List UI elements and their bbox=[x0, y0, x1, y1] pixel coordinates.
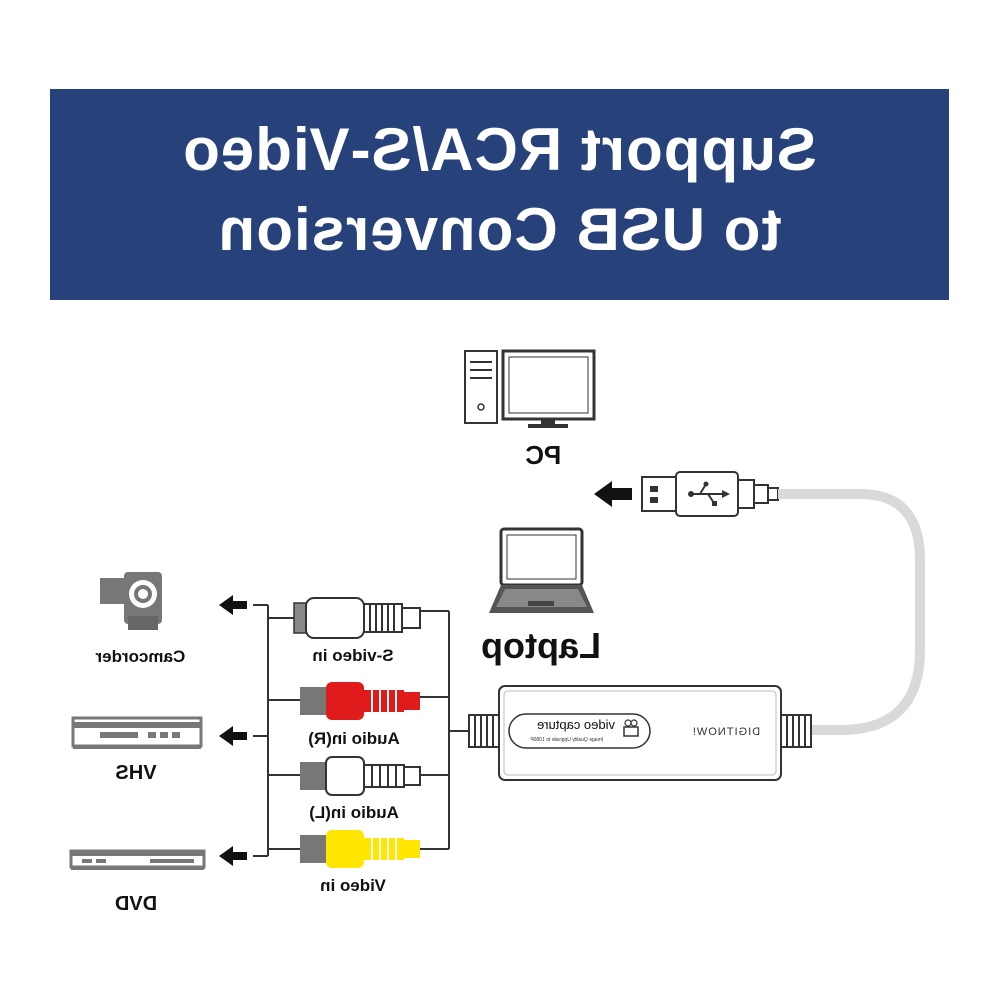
usb-cable bbox=[778, 489, 925, 735]
svideo-label: S-video in bbox=[312, 646, 393, 665]
capture-product-label: video capture bbox=[537, 717, 615, 732]
pc-icon bbox=[464, 349, 596, 428]
dvd-label: DVD bbox=[115, 893, 157, 915]
laptop-icon bbox=[489, 527, 594, 613]
pc-label: PC bbox=[525, 440, 561, 470]
dvd-icon bbox=[69, 849, 206, 870]
audio-r-connector-icon bbox=[300, 682, 420, 720]
connection-diagram: PC Laptop video capture Image Q bbox=[69, 349, 925, 915]
cable-bus bbox=[253, 604, 469, 857]
vhs-icon bbox=[71, 716, 203, 749]
title-banner: Support RCA/S-Video to USB Conversion bbox=[50, 89, 949, 300]
svideo-connector-icon bbox=[293, 597, 421, 639]
video-connector-icon bbox=[300, 830, 420, 868]
arrow-to-pc-icon bbox=[594, 481, 632, 507]
audio-r-label: Audio in(R) bbox=[308, 729, 400, 748]
audio-l-connector-icon bbox=[300, 756, 421, 796]
title-line-1: Support RCA/S-Video bbox=[182, 116, 817, 183]
brand-label: DIGITNOW! bbox=[692, 726, 760, 738]
camcorder-icon bbox=[100, 572, 162, 630]
capture-subtitle-label: Image Quality Upgrade to 1080P bbox=[530, 737, 603, 743]
title-line-2: to USB Conversion bbox=[217, 196, 782, 263]
audio-l-label: Audio in(L) bbox=[309, 803, 399, 822]
vhs-label: VHS bbox=[115, 762, 156, 784]
camera-icon bbox=[623, 719, 639, 737]
laptop-label: Laptop bbox=[481, 625, 601, 666]
arrow-to-camcorder-icon bbox=[219, 595, 247, 615]
arrow-to-vhs-icon bbox=[219, 726, 247, 746]
box-left-strain-relief bbox=[468, 714, 500, 748]
capture-box: video capture Image Quality Upgrade to 1… bbox=[498, 685, 782, 781]
usb-plug-icon bbox=[641, 471, 779, 517]
video-label: Video in bbox=[320, 876, 386, 895]
arrow-to-dvd-icon bbox=[219, 846, 247, 866]
box-right-strain-relief bbox=[780, 714, 812, 748]
camcorder-label: Camcorder bbox=[95, 647, 185, 666]
